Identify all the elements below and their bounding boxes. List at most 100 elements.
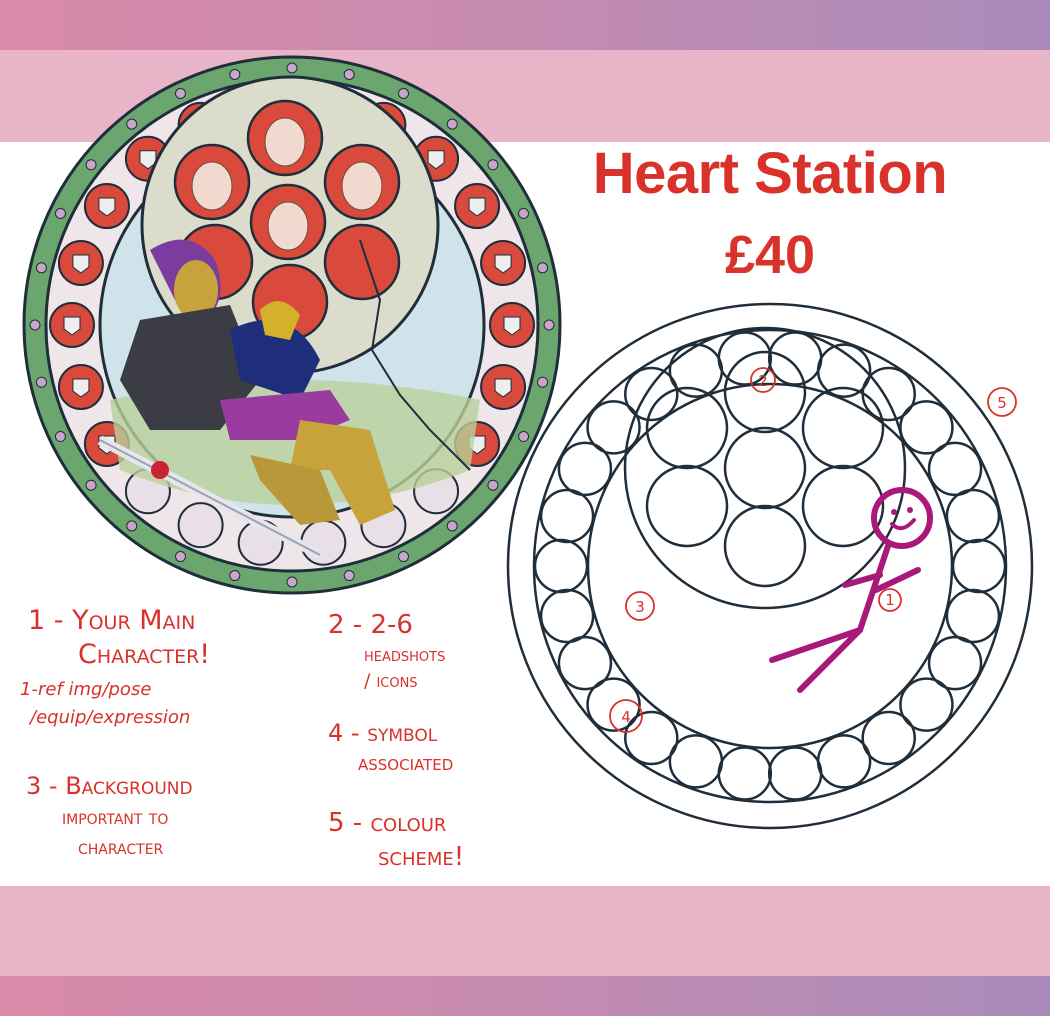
note-line: important to [62, 805, 169, 829]
note-line: associated [358, 751, 454, 775]
frame-chevron [398, 87, 410, 99]
shield-icon [427, 150, 445, 170]
shield-icon [63, 316, 81, 336]
template-outer-circle [557, 441, 613, 497]
template-outer-circle [539, 588, 595, 644]
template-outer-circle [624, 710, 679, 766]
shield-icon [98, 197, 116, 217]
marker-5: 5 [997, 394, 1007, 412]
headshot-face [341, 161, 383, 211]
shield-icon [468, 197, 486, 217]
shield-icon [139, 150, 157, 170]
frame-chevron [29, 319, 41, 331]
frame-chevron [126, 520, 138, 532]
template-outer-circle [899, 400, 954, 455]
frame-chevron [126, 118, 138, 130]
note-reference: 1-ref img/pose /equip/expression [20, 676, 190, 732]
note-headshots: 2 - 2-6 headshots / icons [328, 608, 445, 694]
template-outer-circle [945, 588, 1001, 644]
note-colour-scheme: 5 - colour scheme! [328, 806, 464, 874]
frame-chevron [343, 68, 355, 80]
note-line: 3 - Background [26, 772, 193, 800]
headshot-face [264, 117, 306, 167]
template-headshot-circle [645, 386, 729, 470]
note-line: /equip/expression [30, 707, 191, 728]
marker-4: 4 [621, 708, 631, 726]
note-line: 1-ref img/pose [20, 679, 152, 700]
ring-gem [177, 502, 224, 549]
note-line: / icons [364, 670, 418, 692]
frame-chevron [174, 87, 186, 99]
frame-chevron [446, 520, 458, 532]
template-outer-circle [945, 488, 1001, 544]
template-outer-circle [717, 746, 773, 801]
frame-chevron [446, 118, 458, 130]
frame-chevron [518, 431, 530, 443]
frame-chevron [543, 319, 555, 331]
note-line: 4 - symbol [328, 719, 438, 747]
portrait-slot [323, 223, 401, 301]
shield-icon [72, 254, 90, 274]
template-headshot-circle [723, 426, 807, 510]
template-outer-circle [668, 734, 724, 789]
marker-3: 3 [635, 598, 645, 616]
stained-glass-example-illustration [22, 55, 562, 595]
template-outer-circle [717, 331, 773, 386]
frame-chevron [343, 570, 355, 582]
template-headshot-circle [801, 464, 885, 548]
frame-chevron [229, 68, 241, 80]
note-line: 2 - 2-6 [328, 610, 413, 640]
template-headshot-circle [801, 386, 885, 470]
ring-gem [300, 519, 347, 566]
diagram-number-markers: 2 5 3 1 4 [609, 367, 1017, 733]
frame-chevron [487, 159, 499, 171]
frame-chevron [174, 551, 186, 563]
page-title: Heart Station [592, 141, 948, 206]
template-outer-circle [816, 734, 872, 789]
note-background: 3 - Background important to character [26, 770, 193, 862]
frame-chevron [286, 62, 298, 74]
shield-icon [494, 378, 512, 398]
note-line: 5 - colour [328, 808, 447, 838]
note-main-character: 1 - Your Main Character! [28, 604, 210, 672]
template-outer-circle [586, 400, 641, 455]
template-outer-circle [861, 366, 916, 422]
note-line: 1 - Your Main [28, 605, 196, 636]
heart-station-template-diagram [506, 302, 1034, 830]
frame-chevron [85, 479, 97, 491]
note-line: scheme! [378, 842, 465, 872]
template-outer-circle [816, 343, 872, 398]
frame-chevron [35, 376, 47, 388]
shield-icon [503, 316, 521, 336]
main-character-figure [97, 239, 395, 560]
template-outer-circle [557, 635, 613, 691]
frame-chevron [85, 159, 97, 171]
template-outer-circle [767, 746, 823, 801]
marker-2: 2 [758, 372, 768, 390]
template-outer-circle [899, 677, 954, 732]
note-symbol: 4 - symbol associated [328, 718, 453, 778]
frame-chevron [286, 576, 298, 588]
template-headshot-circle [723, 350, 807, 434]
marker-1: 1 [885, 591, 895, 609]
note-line: headshots [364, 644, 446, 666]
template-outer-circle [586, 677, 641, 732]
template-headshot-circle [723, 504, 807, 588]
price-label: £40 [724, 225, 816, 285]
frame-chevron [35, 262, 47, 274]
bottom-pink-band [0, 886, 1050, 976]
frame-chevron [537, 376, 549, 388]
note-line: character [78, 835, 164, 859]
template-headshot-circle [645, 464, 729, 548]
headshot-face [191, 161, 233, 211]
frame-chevron [518, 207, 530, 219]
frame-chevron [54, 431, 66, 443]
template-outer-circle [767, 331, 823, 386]
frame-chevron [398, 551, 410, 563]
shield-icon [72, 378, 90, 398]
headshot-face [267, 201, 309, 251]
template-outer-circle [951, 538, 1007, 594]
frame-chevron [54, 207, 66, 219]
template-outer-circle [539, 488, 595, 544]
